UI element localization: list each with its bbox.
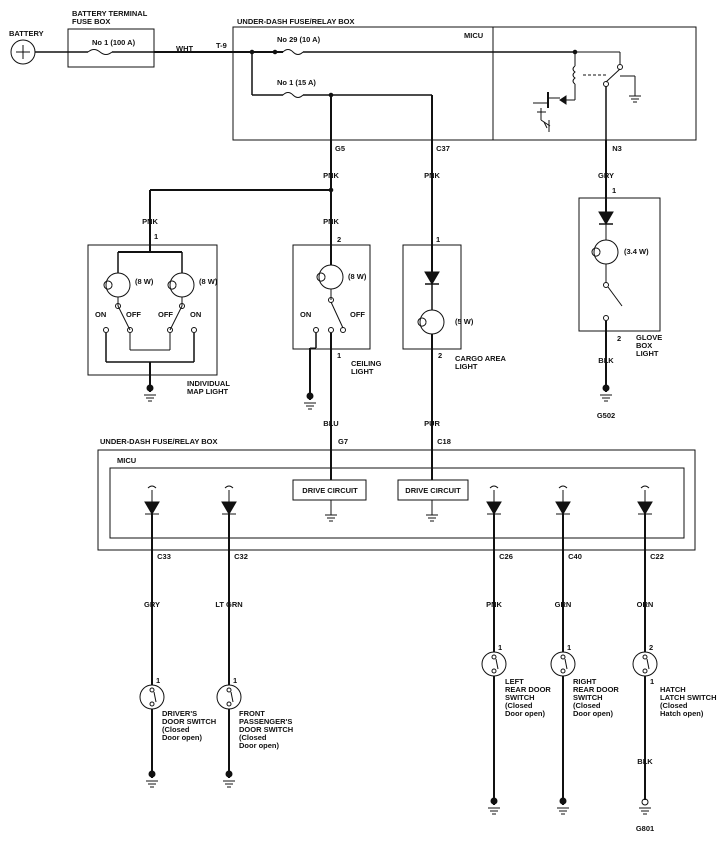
battery-label: BATTERY <box>9 29 44 38</box>
pin-glove: 1 <box>612 186 617 195</box>
pin-driver: 1 <box>156 676 161 685</box>
conn-g5: G5 <box>334 144 346 153</box>
underdash-top-label: UNDER-DASH FUSE/RELAY BOX <box>237 17 355 26</box>
cargo-watt: (5 W) <box>455 317 474 326</box>
wire-pnk-2: PNK <box>424 171 440 180</box>
drive-circuit-c18 <box>397 479 469 501</box>
wire-wht-label: WHT <box>176 44 194 53</box>
wire-pnk-4: PNK <box>323 217 339 226</box>
map-light-label: INDIVIDUAL MAP LIGHT <box>187 379 230 396</box>
pin-hatch-1: 1 <box>650 677 655 686</box>
ceiling-light-label: CEILING LIGHT <box>351 359 382 376</box>
conn-c33: C33 <box>157 552 171 561</box>
micu-bottom-label: MICU <box>117 456 137 465</box>
battery-fuse-box <box>67 28 155 68</box>
g801-label: G801 <box>635 824 655 833</box>
drive-circuit-2: DRIVE CIRCUIT <box>405 486 461 495</box>
wire-pnk-leftrear: PNK <box>486 600 502 609</box>
glove-light-label: GLOVE BOX LIGHT <box>636 333 663 358</box>
hatch-switch-label: HATCH LATCH SWITCH (Closed Hatch open) <box>660 685 717 718</box>
fuse-29-label: No 29 (10 A) <box>277 35 321 44</box>
fuse-29-symbol <box>282 49 304 55</box>
fuse-1-label: No 1 (15 A) <box>277 78 316 87</box>
map-on-left: ON <box>95 310 107 319</box>
right-rear-switch-label: RIGHT REAR DOOR SWITCH (Closed Door open… <box>573 677 619 718</box>
conn-c22: C22 <box>650 552 664 561</box>
conn-n3: N3 <box>612 144 622 153</box>
wire-grn: GRN <box>554 600 572 609</box>
relay-coil-icon <box>572 65 576 85</box>
fuse-1-symbol <box>282 92 304 98</box>
ceiling-watt: (8 W) <box>348 272 367 281</box>
passenger-switch-label: FRONT PASSENGER'S DOOR SWITCH (Closed Do… <box>239 709 294 750</box>
map-on-right: ON <box>190 310 202 319</box>
wire-gry-top: GRY <box>598 171 614 180</box>
wire-gry-driver: GRY <box>144 600 160 609</box>
left-rear-switch-label: LEFT REAR DOOR SWITCH (Closed Door open) <box>505 677 551 718</box>
pin-rightrear: 1 <box>567 643 572 652</box>
micu-top-label: MICU <box>464 31 484 40</box>
underdash-bottom-label: UNDER-DASH FUSE/RELAY BOX <box>100 437 218 446</box>
pin-ceiling: 2 <box>337 235 342 244</box>
pin-cargo-2: 2 <box>438 351 443 360</box>
main-fuse-symbol <box>87 49 113 55</box>
wire-pur: PUR <box>424 419 440 428</box>
pin-passenger: 1 <box>233 676 238 685</box>
conn-c26: C26 <box>499 552 513 561</box>
wire-ltgrn: LT GRN <box>215 600 243 609</box>
conn-c37: C37 <box>436 144 450 153</box>
main-fuse-label: No 1 (100 A) <box>92 38 136 47</box>
conn-c18: C18 <box>437 437 451 446</box>
wire-orn: ORN <box>636 600 654 609</box>
conn-c32: C32 <box>234 552 248 561</box>
conn-g7: G7 <box>337 437 349 446</box>
map-off-right: OFF <box>158 310 173 319</box>
drive-circuit-1: DRIVE CIRCUIT <box>302 486 358 495</box>
pin-ceiling-1: 1 <box>337 351 342 360</box>
wire-blk-hatch: BLK <box>637 757 653 766</box>
underdash-box-top <box>232 26 697 141</box>
battery-fuse-box-label: BATTERY TERMINAL FUSE BOX <box>72 9 148 26</box>
door-switch-inputs <box>144 485 653 685</box>
pin-glove-2: 2 <box>617 334 622 343</box>
ceiling-off: OFF <box>350 310 365 319</box>
wire-pnk-3: PNK <box>142 217 158 226</box>
wire-blk-glove: BLK <box>598 356 614 365</box>
pin-hatch-2: 2 <box>649 643 654 652</box>
driver-switch-label: DRIVER'S DOOR SWITCH (Closed Door open) <box>162 709 217 742</box>
door-switch-symbols <box>139 651 658 815</box>
conn-c40: C40 <box>568 552 582 561</box>
glove-box-light-box <box>578 197 661 332</box>
g502-label: G502 <box>596 411 616 420</box>
wire-blu: BLU <box>323 419 339 428</box>
cargo-light-label: CARGO AREA LIGHT <box>455 354 506 371</box>
pin-map: 1 <box>154 232 159 241</box>
wire-pnk-1: PNK <box>323 171 339 180</box>
map-watt-right: (8 W) <box>199 277 218 286</box>
map-light-box <box>87 244 218 376</box>
map-watt-left: (8 W) <box>135 277 154 286</box>
micu-box-bottom <box>109 467 685 539</box>
map-off-left: OFF <box>126 310 141 319</box>
ceiling-on: ON <box>300 310 312 319</box>
underdash-box-bottom <box>97 449 696 551</box>
pin-cargo: 1 <box>436 235 441 244</box>
glove-watt: (3.4 W) <box>624 247 649 256</box>
drive-circuit-g7 <box>292 479 367 501</box>
terminal-t9-label: T-9 <box>216 41 227 50</box>
pin-leftrear: 1 <box>498 643 503 652</box>
